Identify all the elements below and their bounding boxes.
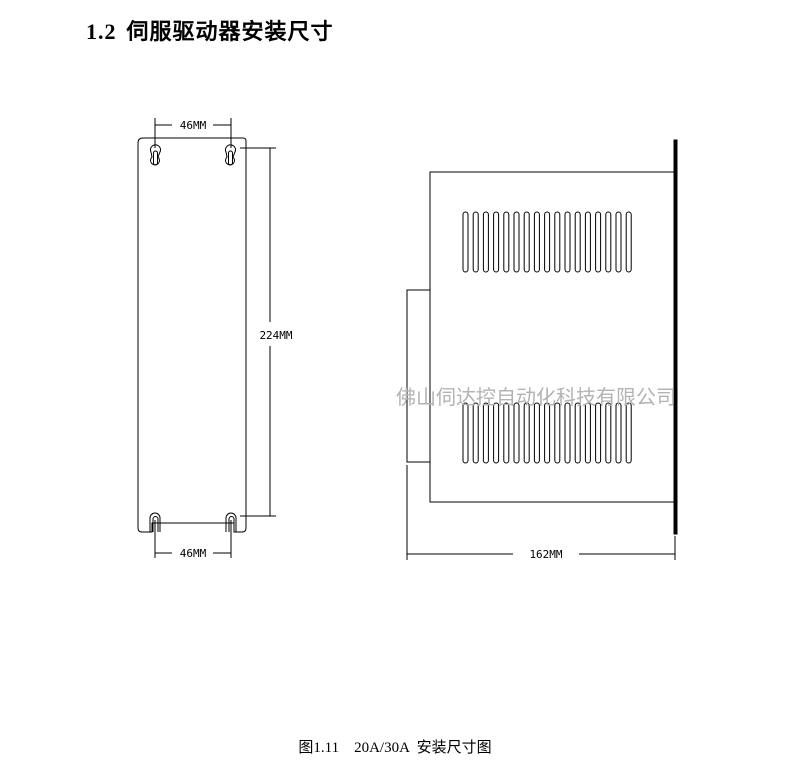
- housing-body: [429, 171, 675, 503]
- vent-slot: [493, 211, 500, 273]
- bottom-width-label: 46MM: [180, 547, 207, 560]
- keyhole-slot-top-right: [225, 144, 236, 166]
- plate-outline: [137, 137, 247, 533]
- u-slot-bottom-right: [225, 512, 237, 532]
- vent-slot: [482, 402, 489, 464]
- vent-slot: [584, 402, 591, 464]
- vent-slot: [625, 402, 632, 464]
- vent-slot: [595, 211, 602, 273]
- vent-slot: [462, 402, 469, 464]
- vent-slot: [472, 402, 479, 464]
- section-heading: 1.2 伺服驱动器安装尺寸: [86, 14, 334, 46]
- height-dimension-line: [240, 147, 276, 517]
- keyhole-slot-top-left: [150, 144, 161, 166]
- connector-panel: [406, 289, 431, 463]
- vent-slot: [584, 211, 591, 273]
- vent-slot: [493, 402, 500, 464]
- vent-slot: [513, 402, 520, 464]
- vent-slot: [523, 402, 530, 464]
- top-width-dimension-line: [154, 118, 232, 148]
- vent-slot: [595, 402, 602, 464]
- vent-slot: [523, 211, 530, 273]
- vent-slot: [615, 211, 622, 273]
- vent-slot: [482, 211, 489, 273]
- vent-slot: [554, 211, 561, 273]
- bottom-width-dimension-line: [154, 520, 232, 558]
- section-title: 伺服驱动器安装尺寸: [126, 20, 334, 45]
- top-width-label: 46MM: [180, 119, 207, 132]
- side-view: [406, 139, 678, 560]
- vent-slot: [615, 402, 622, 464]
- vent-slot: [503, 211, 510, 273]
- front-view: [137, 118, 276, 558]
- vent-slot: [472, 211, 479, 273]
- vent-slot: [564, 211, 571, 273]
- vent-slot: [503, 402, 510, 464]
- vent-slot: [605, 211, 612, 273]
- vent-slot: [574, 211, 581, 273]
- u-slot-bottom-left: [149, 512, 161, 532]
- vent-slots-lower: [462, 402, 632, 464]
- vent-slots-upper: [462, 211, 632, 273]
- vent-slot: [533, 402, 540, 464]
- vent-slot: [544, 211, 551, 273]
- vent-slot: [564, 402, 571, 464]
- company-watermark: 佛山伺达控自动化科技有限公司: [396, 385, 676, 409]
- vent-slot: [574, 402, 581, 464]
- vent-slot: [544, 402, 551, 464]
- figure-caption: 图1.11 20A/30A 安装尺寸图: [298, 740, 492, 756]
- vent-slot: [462, 211, 469, 273]
- depth-label: 162MM: [529, 548, 562, 561]
- vent-slot: [605, 402, 612, 464]
- depth-dimension-line: [406, 465, 676, 560]
- vent-slot: [554, 402, 561, 464]
- height-label: 224MM: [259, 329, 292, 342]
- section-number: 1.2: [86, 19, 117, 44]
- vent-slot: [625, 211, 632, 273]
- vent-slot: [513, 211, 520, 273]
- vent-slot: [533, 211, 540, 273]
